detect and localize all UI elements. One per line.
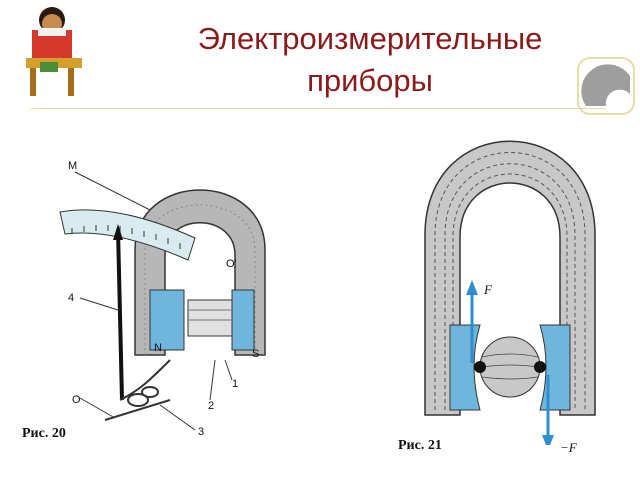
magnet-field-figure: [424, 140, 596, 445]
figure-20-caption: Рис. 20: [22, 426, 66, 441]
label-n: N: [154, 342, 162, 354]
page-curl-decoration: [577, 57, 635, 115]
galvanometer-figure: [59, 171, 266, 431]
label-4: 4: [68, 292, 75, 304]
title-line-2: приборы: [307, 63, 433, 98]
label-o-prime: O': [226, 258, 237, 270]
reading-student-icon: [26, 7, 82, 96]
label-1: 1: [232, 378, 239, 390]
label-o: O: [72, 394, 81, 406]
force-up-label: F: [484, 282, 492, 297]
frame-border: [28, 108, 608, 115]
label-s: S: [252, 348, 260, 360]
label-2: 2: [208, 400, 215, 412]
force-down-label: −F: [560, 440, 577, 455]
figure-21-caption: Рис. 21: [398, 438, 442, 453]
label-m: M: [68, 160, 78, 172]
label-3: 3: [198, 426, 205, 438]
title-line-1: Электроизмерительные: [197, 21, 543, 56]
page-title: Электроизмерительные приборы: [110, 18, 630, 102]
